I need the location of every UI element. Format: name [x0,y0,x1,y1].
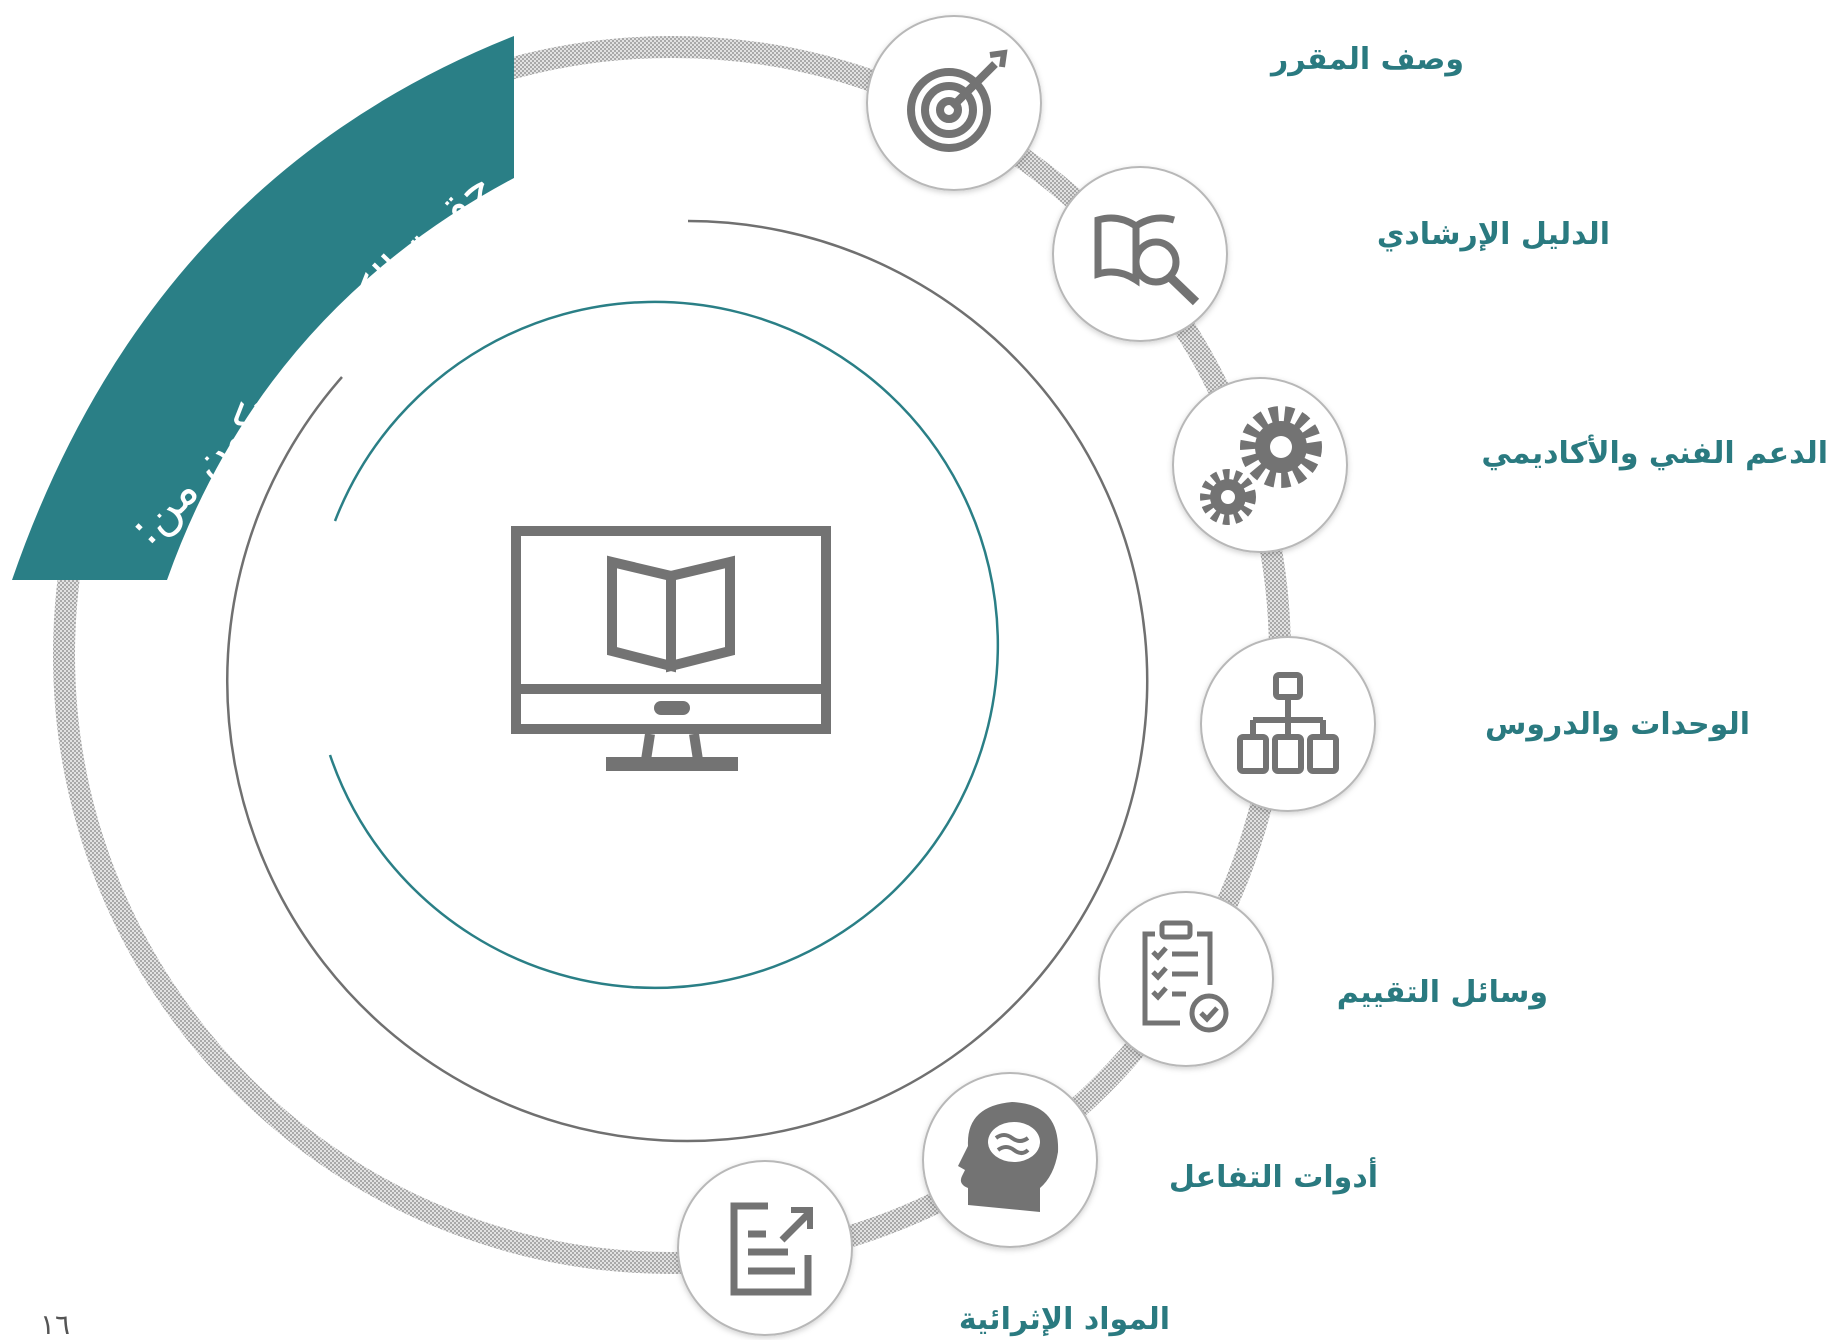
item-circle-guide [1052,166,1228,342]
target-icon [907,49,1008,152]
page-number: ١٦ [40,1308,71,1341]
checklist-icon [1142,920,1229,1033]
brain-head-icon [958,1102,1059,1212]
item-circle-units [1200,636,1376,812]
label-guide: الدليل الإرشادي [1376,217,1610,252]
item-circle-assessment [1098,891,1274,1067]
label-course-description: وصف المقرر [1271,42,1464,77]
title-banner [12,36,514,580]
book-search-icon [1094,214,1200,306]
label-support: الدعم الفني والأكاديمي [1481,436,1828,471]
inner-gray-arc [226,219,1149,1143]
monitor-book-icon [511,526,831,771]
item-circle-support [1172,377,1348,553]
label-units: الوحدات والدروس [1484,707,1750,742]
item-circle-interaction [922,1072,1098,1248]
hierarchy-icon [1237,672,1339,774]
label-assessment: وسائل التقييم [1336,975,1548,1010]
item-circle-enrichment [677,1160,853,1336]
label-enrichment: المواد الإثرائية [958,1302,1170,1337]
inner-teal-arc [328,300,1000,990]
gears-icon [1200,406,1322,525]
item-circle-course-description [866,15,1042,191]
edit-document-icon [730,1202,813,1296]
label-interaction: أدوات التفاعل [1168,1160,1378,1195]
